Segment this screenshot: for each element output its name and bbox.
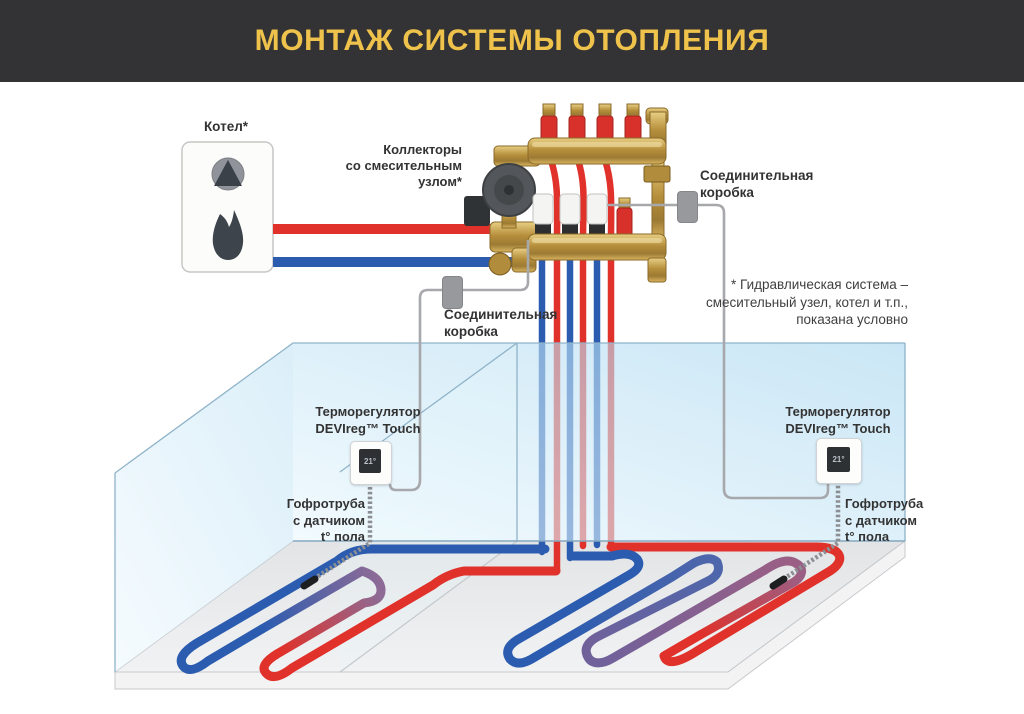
sensor-left-line3: t° пола [320,529,365,544]
wires [388,203,830,500]
loop-right-red [606,542,845,667]
loop-right-purple [582,556,802,668]
junction-box-right [677,191,698,223]
collectors-label-line3: узлом* [418,174,462,189]
thermostat-left-screen: 21° [359,449,381,473]
thermostat-right-label: Терморегулятор DEVIreg™ Touch [758,404,918,437]
thermostat-right-line2: DEVIreg™ Touch [785,420,891,436]
upper-manifold-bar [527,137,667,165]
lower-manifold [527,193,667,283]
sensor-left-label: Гофротруба с датчиком t° пола [255,496,365,546]
footnote-line3: показана условно [796,312,908,327]
sensor-tube-left [310,487,373,582]
thermostat-left: 21° [350,441,392,485]
loop-right-purple-blue [581,557,723,660]
thermostat-right-screen: 21° [827,447,850,472]
sensor-tip-left [300,575,319,590]
valve-handwheel [488,252,512,276]
boiler-triangle-icon [214,160,242,186]
floor-sensors [300,481,841,590]
floor-slab-front-face [114,540,906,690]
pump-controller [464,196,490,226]
supply-valve-stems [540,103,642,141]
sensor-right-line3: t° пола [845,529,890,544]
loop-left-red [259,566,561,681]
boiler-body [181,141,274,273]
lower-end-fitting [647,257,667,283]
lower-manifold-bar [527,233,667,261]
footnote: * Гидравлическая система – смесительный … [640,276,908,329]
collectors-label-line1: Коллекторы [383,142,462,157]
thermostat-right-line1: Терморегулятор [785,404,891,419]
thermostat-left-line2: DEVIreg™ Touch [315,420,421,436]
manifold-end-nut [643,165,671,183]
footnote-line1: * Гидравлическая система – [731,277,908,292]
junction-right-line2: коробка [700,185,754,200]
junction-left-line1: Соединительная [444,307,558,322]
junction-left-line2: коробка [444,324,498,339]
actuator-caps [532,193,608,238]
pump-hub [504,185,514,195]
lower-bar-highlight [532,238,662,243]
sensor-left-line2: с датчиком [293,512,365,528]
wire-left-box-to-pump [462,240,530,292]
upper-bar-highlight [532,142,662,147]
room-walls [114,342,906,672]
loop-left-purple-red [272,584,386,659]
wire-right-box-to-thermostat [696,203,830,500]
thermostat-left-line1: Терморегулятор [315,404,421,419]
sensor-tip-right [769,575,788,590]
sensor-right-line1: Гофротруба [845,496,924,511]
boiler-pipes [273,224,520,267]
left-side-wall [115,343,293,672]
junction-box-left-label: Соединительная коробка [444,306,557,340]
loop-right-blue-fade [530,554,722,662]
floor-slab-division [339,540,518,673]
sensor-left-line1: Гофротруба [286,496,365,511]
loop-right-blue [503,549,644,668]
junction-right-line1: Соединительная [700,168,814,183]
boiler-flame-icon [212,210,244,260]
sensor-right-label: Гофротруба с датчиком t° пола [845,496,955,546]
page-title: МОНТАЖ СИСТЕМЫ ОТОПЛЕНИЯ [254,24,770,57]
boiler [181,141,274,273]
upper-manifold [527,103,671,241]
junction-box-right-label: Соединительная коробка [700,167,813,201]
collectors-label-line2: со смесительным [345,158,462,173]
wire-left-box-to-thermostat [388,288,442,492]
back-wall [293,343,905,541]
header-banner: МОНТАЖ СИСТЕМЫ ОТОПЛЕНИЯ [0,0,1024,82]
sensor-right-line2: с датчиком [845,512,917,528]
sensor-tube-right [780,481,841,582]
collectors-label: Коллекторы со смесительным узлом* [330,142,462,190]
footnote-line2: смесительный узел, котел и т.п., [705,294,908,310]
wall-top-edge [114,342,905,474]
thermostat-left-label: Терморегулятор DEVIreg™ Touch [288,404,448,437]
junction-box-left [442,276,463,309]
manifold-assembly [464,103,671,283]
thermostat-right: 21° [816,438,862,484]
drain-valve [616,207,633,237]
boiler-label: Котел* [203,119,249,134]
